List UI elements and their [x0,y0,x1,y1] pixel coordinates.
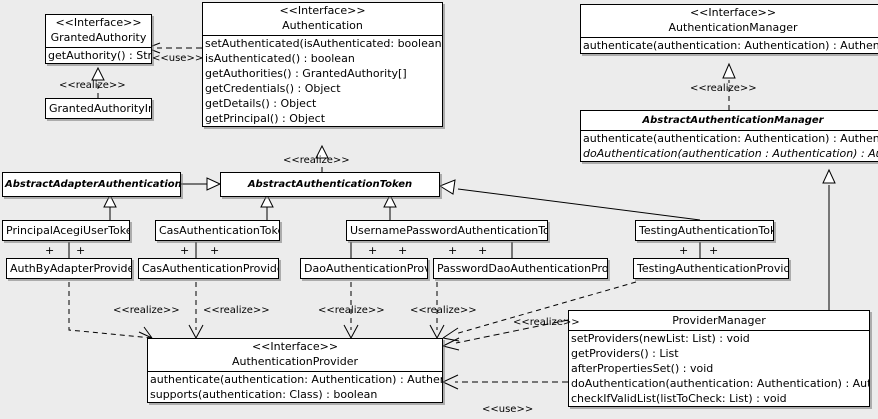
operation: supports(authentication: Class) : boolea… [150,388,378,401]
abstract-adapter-authentication-token-name: AbstractAdapterAuthenticationToken [5,179,181,190]
association-plus: + [679,244,689,257]
label-realize-granted-authority-impl: <<realize>> [59,80,126,91]
authentication-name: Authentication [282,19,363,32]
operation: setProviders(newList: List) : void [571,332,750,345]
operation: getPrincipal() : Object [205,112,326,125]
association-plus: + [76,244,86,257]
divider [203,35,442,36]
operation: doAuthentication(authentication : Authen… [583,147,878,160]
class-testing-authentication-token[interactable]: TestingAuthenticationToken [635,220,774,241]
association-plus: + [478,244,488,257]
testing-authentication-token-name: TestingAuthenticationToken [639,224,773,237]
label-use-provider-manager: <<use>> [482,404,534,415]
class-dao-authentication-provider[interactable]: DaoAuthenticationProvider [300,258,428,279]
class-abstract-adapter-authentication-token[interactable]: AbstractAdapterAuthenticationToken [2,172,181,197]
operation: checkIfValidList(listToCheck: List) : vo… [571,392,787,405]
class-granted-authority[interactable]: <<Interface>> GrantedAuthority getAuthor… [45,14,152,64]
divider [46,47,151,48]
association-plus: + [180,244,190,257]
password-dao-authentication-provider-name: PasswordDaoAuthenticationProvider [437,262,608,275]
association-plus: + [709,244,719,257]
class-auth-by-adapter-provider[interactable]: AuthByAdapterProvider [6,258,132,279]
label-realize-provider-manager: <<realize>> [513,317,580,328]
class-cas-authentication-token[interactable]: CasAuthenticationToken [155,220,280,241]
cas-authentication-provider-name: CasAuthenticationProvider [142,262,279,275]
label-use-granted-authority: <<use>> [152,53,204,64]
granted-authority-name: GrantedAuthority [50,31,147,44]
granted-authority-operations: getAuthority() : String [46,48,151,63]
provider-manager-operations: setProviders(newList: List) : void getPr… [569,331,869,406]
granted-authority-header: <<Interface>> GrantedAuthority [46,15,151,47]
class-password-dao-authentication-provider[interactable]: PasswordDaoAuthenticationProvider [433,258,608,279]
divider [581,37,878,38]
divider [581,130,878,131]
label-realize-cas-provider: <<realize>> [203,305,270,316]
operation: getCredentials() : Object [205,82,341,95]
class-abstract-authentication-token[interactable]: AbstractAuthenticationToken [220,172,440,197]
class-cas-authentication-provider[interactable]: CasAuthenticationProvider [138,258,279,279]
class-username-password-authentication-token[interactable]: UsernamePasswordAuthenticationToken [346,220,548,241]
authentication-manager-operations: authenticate(authentication: Authenticat… [581,38,878,53]
username-password-authentication-token-name: UsernamePasswordAuthenticationToken [350,224,548,237]
cas-authentication-token-name: CasAuthenticationToken [159,224,280,237]
association-plus: + [45,244,55,257]
authentication-manager-header: <<Interface>> AuthenticationManager [581,5,878,37]
operation: getAuthority() : String [48,49,152,62]
granted-authority-impl-name: GrantedAuthorityImpl [49,102,151,115]
abstract-authentication-token-name: AbstractAuthenticationToken [247,179,413,190]
label-realize-authentication-manager: <<realize>> [690,83,757,94]
label-realize-dao-provider: <<realize>> [318,305,385,316]
class-authentication-provider[interactable]: <<Interface>> AuthenticationProvider aut… [147,338,443,403]
authentication-provider-stereotype: <<Interface>> [251,340,339,353]
class-provider-manager[interactable]: ProviderManager setProviders(newList: Li… [568,310,870,407]
testing-authentication-provider-name: TestingAuthenticationProvider [637,262,789,275]
abstract-authentication-manager-operations: authenticate(authentication: Authenticat… [581,131,878,161]
class-abstract-authentication-manager[interactable]: AbstractAuthenticationManager authentica… [580,110,878,162]
authentication-provider-name: AuthenticationProvider [231,355,359,368]
class-authentication-manager[interactable]: <<Interface>> AuthenticationManager auth… [580,4,878,54]
divider [148,371,442,372]
operation: getAuthorities() : GrantedAuthority[] [205,67,407,80]
operation: authenticate(authentication: Authenticat… [150,373,442,386]
association-plus: + [368,244,378,257]
provider-manager-name: ProviderManager [672,314,766,327]
operation: authenticate(authentication: Authenticat… [583,39,878,52]
principal-acegi-user-token-name: PrincipalAcegiUserToken [6,224,130,237]
label-realize-auth-by-adapter: <<realize>> [113,305,180,316]
operation: getProviders() : List [571,347,679,360]
class-testing-authentication-provider[interactable]: TestingAuthenticationProvider [633,258,789,279]
class-granted-authority-impl[interactable]: GrantedAuthorityImpl [45,98,152,119]
association-plus: + [448,244,458,257]
authentication-manager-name: AuthenticationManager [668,21,798,34]
association-plus: + [398,244,408,257]
label-realize-password-dao-provider: <<realize>> [410,305,477,316]
class-authentication[interactable]: <<Interface>> Authentication setAuthenti… [202,2,443,127]
divider [569,330,869,331]
granted-authority-stereotype: <<Interface>> [55,16,142,29]
auth-by-adapter-provider-name: AuthByAdapterProvider [10,262,132,275]
class-principal-acegi-user-token[interactable]: PrincipalAcegiUserToken [2,220,130,241]
operation: doAuthentication(authentication: Authent… [571,377,870,390]
label-realize-authentication-token: <<realize>> [283,155,350,166]
operation: setAuthenticated(isAuthenticated: boolea… [205,37,443,50]
operation: getDetails() : Object [205,97,317,110]
authentication-header: <<Interface>> Authentication [203,3,442,35]
abstract-authentication-manager-header: AbstractAuthenticationManager [581,111,878,130]
authentication-provider-header: <<Interface>> AuthenticationProvider [148,339,442,371]
dao-authentication-provider-name: DaoAuthenticationProvider [304,262,427,275]
operation: afterPropertiesSet() : void [571,362,714,375]
authentication-manager-stereotype: <<Interface>> [689,6,777,19]
authentication-stereotype: <<Interface>> [279,4,366,17]
association-plus: + [210,244,220,257]
operation: isAuthenticated() : boolean [205,52,355,65]
operation: authenticate(authentication: Authenticat… [583,132,878,145]
authentication-provider-operations: authenticate(authentication: Authenticat… [148,372,442,402]
abstract-authentication-manager-name: AbstractAuthenticationManager [642,115,824,126]
authentication-operations: setAuthenticated(isAuthenticated: boolea… [203,36,442,126]
